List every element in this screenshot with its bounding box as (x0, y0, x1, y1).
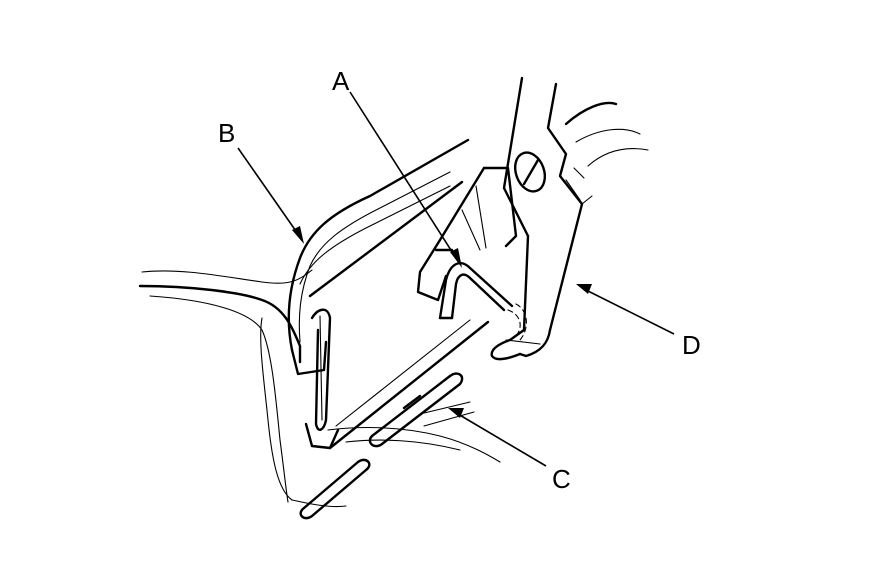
pliers-tool (490, 76, 649, 361)
spring-clamp (287, 138, 490, 450)
hose-rods (299, 372, 475, 520)
callout-label-d: D (682, 330, 701, 360)
callout-label-c: C (552, 464, 571, 494)
callout-label-a: A (332, 66, 350, 96)
callout-leaders (237, 91, 675, 467)
lock-bracket (416, 166, 527, 341)
housing-body (138, 269, 501, 508)
callout-label-b: B (218, 118, 235, 148)
